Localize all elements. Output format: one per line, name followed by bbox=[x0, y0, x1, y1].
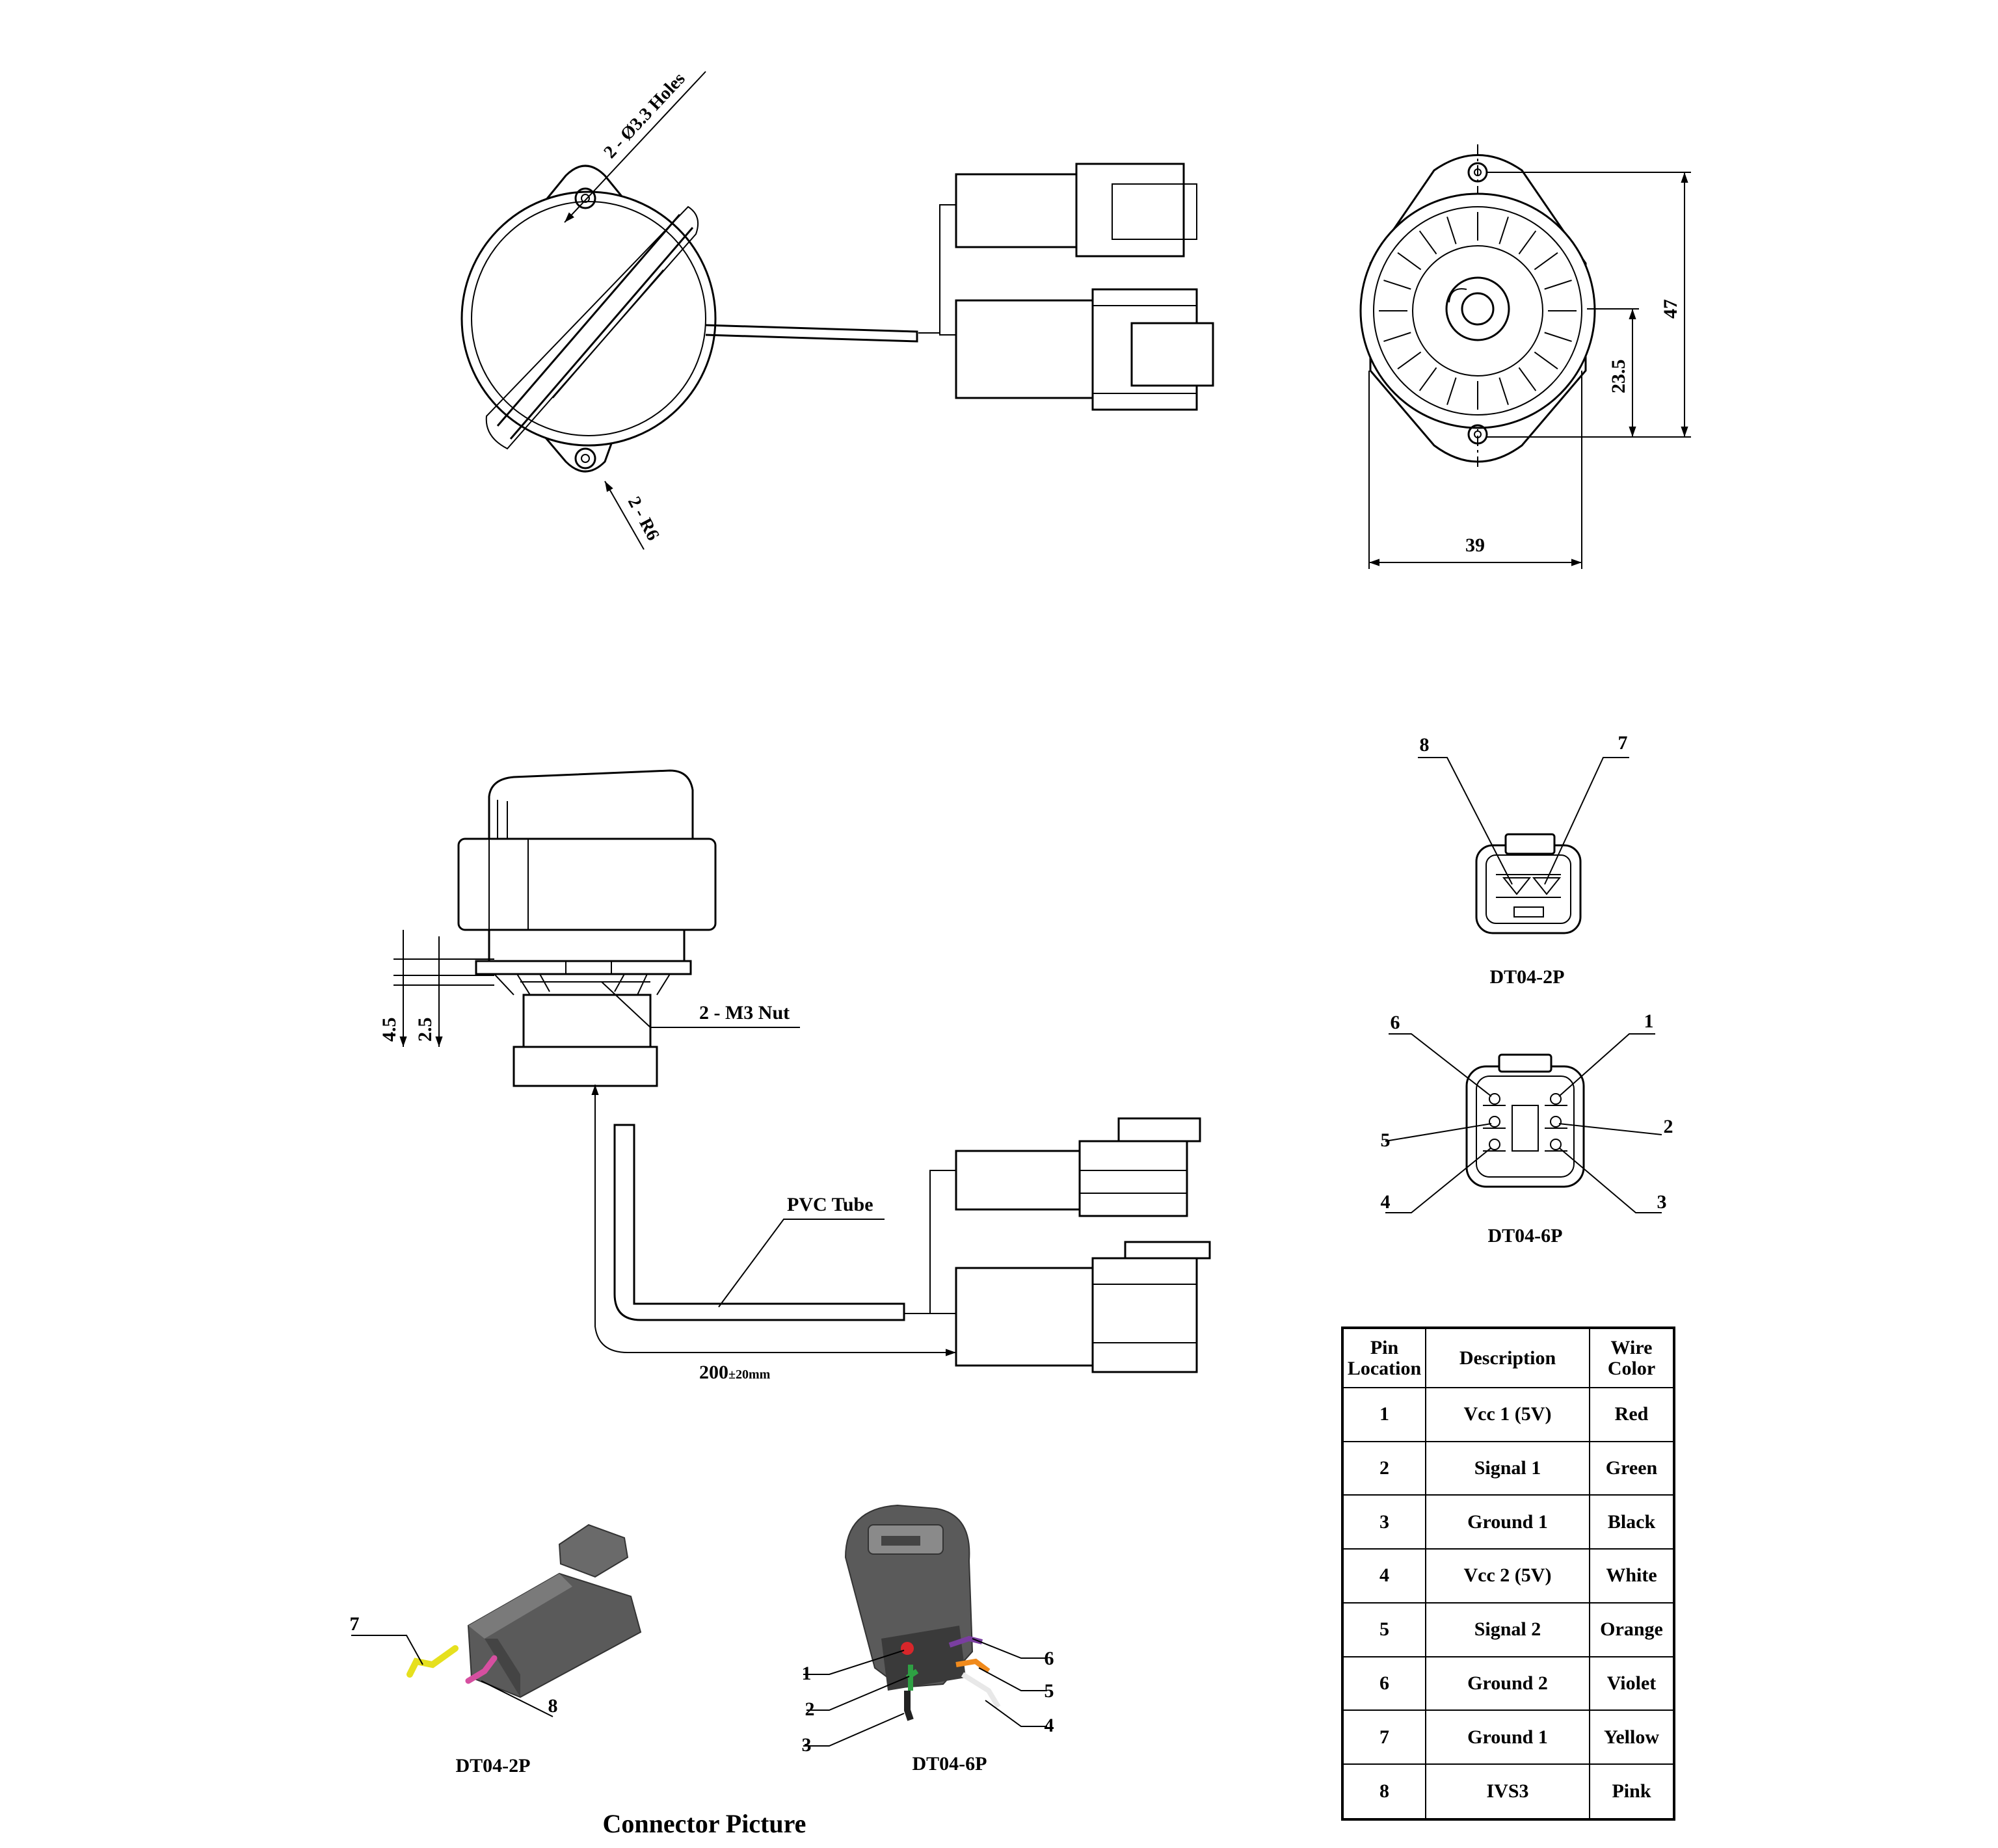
cell-color: White bbox=[1589, 1548, 1675, 1604]
gear-tooth bbox=[1544, 280, 1572, 290]
cell-description: Signal 2 bbox=[1425, 1602, 1590, 1657]
pin-6-label: 6 bbox=[1391, 1012, 1400, 1033]
gear-tooth bbox=[1498, 377, 1509, 405]
cell-description: Vcc 1 (5V) bbox=[1425, 1387, 1590, 1442]
photo-dt04-2p: 7 8 DT04-2P bbox=[350, 1524, 642, 1776]
radius-label: 2 - R6 bbox=[624, 494, 663, 544]
photo6p-pin-4: 4 bbox=[1045, 1715, 1054, 1736]
header-description: Description bbox=[1425, 1327, 1590, 1388]
gear-tooth bbox=[1383, 280, 1411, 290]
cell-pin: 2 bbox=[1342, 1440, 1426, 1496]
front-view: 47 23.5 39 bbox=[1359, 144, 1691, 569]
photo6p-pin-6: 6 bbox=[1045, 1648, 1054, 1669]
cell-pin: 4 bbox=[1342, 1548, 1426, 1604]
photo6p-pin-1: 1 bbox=[802, 1663, 812, 1684]
dim-2-5: 2.5 bbox=[414, 1018, 436, 1042]
photo2p-title: DT04-2P bbox=[456, 1755, 531, 1776]
cell-description: Vcc 2 (5V) bbox=[1425, 1548, 1590, 1604]
nut-label: 2 - M3 Nut bbox=[699, 1002, 790, 1023]
dt04-6p-title: DT04-6P bbox=[1488, 1225, 1563, 1247]
side-view: 4.5 2.5 2 - M3 Nut PVC Tube 200±20mm bbox=[379, 769, 956, 1383]
cell-color: Green bbox=[1589, 1440, 1675, 1496]
cell-description: Ground 2 bbox=[1425, 1656, 1590, 1711]
photo6p-title: DT04-6P bbox=[912, 1753, 987, 1775]
cell-color: Black bbox=[1589, 1494, 1675, 1550]
photo2p-pin-8: 8 bbox=[548, 1695, 558, 1717]
length-label: 200±20mm bbox=[699, 1362, 771, 1383]
photo-dt04-6p: 1 2 3 6 5 4 DT04-6P bbox=[802, 1504, 1054, 1775]
gear-tooth bbox=[1498, 217, 1509, 244]
cell-color: Pink bbox=[1589, 1763, 1675, 1821]
cell-pin: 7 bbox=[1342, 1709, 1426, 1765]
gear-tooth bbox=[1534, 351, 1558, 370]
photo6p-pin-2: 2 bbox=[805, 1698, 815, 1720]
dt04-2p-title: DT04-2P bbox=[1490, 966, 1565, 988]
dt04-6p-face: 6 1 5 2 4 3 DT04-6P bbox=[1381, 1010, 1673, 1247]
side-connectors bbox=[955, 1117, 1211, 1373]
cell-description: IVS3 bbox=[1425, 1763, 1590, 1821]
dt04-2p-face: 8 7 DT04-2P bbox=[1418, 732, 1629, 988]
gear-tooth bbox=[1397, 252, 1422, 271]
cell-pin: 3 bbox=[1342, 1494, 1426, 1550]
gear-tooth bbox=[1383, 332, 1411, 342]
gear-tooth bbox=[1518, 230, 1537, 255]
mount-hole-bottom bbox=[574, 447, 596, 469]
dim-height: 47 bbox=[1660, 299, 1681, 319]
pin-2-label: 2 bbox=[1664, 1116, 1673, 1137]
mount-hole-top bbox=[574, 187, 596, 209]
gear-tooth bbox=[1518, 367, 1537, 391]
photo2p-pin-7: 7 bbox=[350, 1613, 360, 1635]
connector-picture-caption: Connector Picture bbox=[603, 1809, 806, 1838]
cell-color: Violet bbox=[1589, 1656, 1675, 1711]
cell-description: Signal 1 bbox=[1425, 1440, 1590, 1496]
pin-1-label: 1 bbox=[1644, 1010, 1654, 1032]
cell-pin: 6 bbox=[1342, 1656, 1426, 1711]
holes-label: 2 - Ø3.3 Holes bbox=[600, 69, 689, 163]
pin-8-label: 8 bbox=[1420, 734, 1430, 756]
photo6p-pin-5: 5 bbox=[1045, 1680, 1054, 1702]
dim-center: 23.5 bbox=[1608, 360, 1629, 394]
gear-tooth bbox=[1534, 252, 1558, 271]
pin-5-label: 5 bbox=[1381, 1129, 1391, 1151]
gear-tooth bbox=[1446, 377, 1457, 405]
cell-pin: 8 bbox=[1342, 1763, 1426, 1821]
pin-7-label: 7 bbox=[1618, 732, 1628, 754]
gear-tooth bbox=[1544, 332, 1572, 342]
cell-color: Orange bbox=[1589, 1602, 1675, 1657]
gear-teeth bbox=[1379, 212, 1577, 410]
gear-tooth bbox=[1419, 230, 1437, 255]
cell-description: Ground 1 bbox=[1425, 1494, 1590, 1550]
gear-tooth bbox=[1397, 351, 1422, 370]
top-connectors bbox=[918, 163, 1214, 411]
cell-pin: 1 bbox=[1342, 1387, 1426, 1442]
cell-pin: 5 bbox=[1342, 1602, 1426, 1657]
cell-color: Red bbox=[1589, 1387, 1675, 1442]
top-view-knob: 2 - Ø3.3 Holes 2 - R6 bbox=[460, 69, 918, 550]
gear-tooth bbox=[1419, 367, 1437, 391]
gear-tooth bbox=[1446, 217, 1457, 244]
photo6p-pin-3: 3 bbox=[802, 1734, 812, 1756]
cell-description: Ground 1 bbox=[1425, 1709, 1590, 1765]
dim-width: 39 bbox=[1465, 535, 1485, 556]
pin-3-label: 3 bbox=[1657, 1191, 1667, 1213]
tube-label: PVC Tube bbox=[787, 1194, 873, 1215]
dim-4-5: 4.5 bbox=[379, 1018, 400, 1042]
pin-4-label: 4 bbox=[1381, 1191, 1391, 1213]
cell-color: Yellow bbox=[1589, 1709, 1675, 1765]
